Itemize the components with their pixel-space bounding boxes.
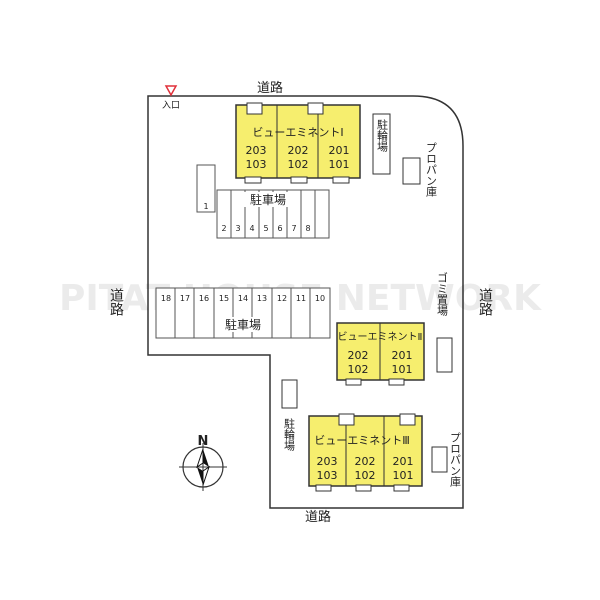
building-3-unit: 102: [355, 469, 376, 482]
parking-space: 10: [315, 294, 325, 303]
parking-space: 13: [257, 294, 267, 303]
parking-space: 12: [277, 294, 287, 303]
compass-north-label: N: [198, 434, 209, 449]
building-1-name: ビューエミネントⅠ: [252, 126, 343, 139]
parking-upper: 1 2 3 4 5 6 7 8 駐車場: [196, 164, 330, 239]
propane-storage-2: [431, 446, 448, 473]
parking-space: 7: [291, 224, 296, 233]
north-compass-icon: [179, 443, 227, 491]
building-1-unit: 201: [329, 144, 350, 157]
parking-space: 17: [180, 294, 190, 303]
road-label-top: 道路: [257, 80, 283, 96]
building-2-unit: 102: [348, 363, 369, 376]
parking-space: 1: [203, 202, 208, 211]
parking-space: 5: [263, 224, 268, 233]
building-1-unit: 101: [329, 158, 350, 171]
building-3-unit: 103: [317, 469, 338, 482]
parking-space: 15: [219, 294, 229, 303]
propane-storage-1-label: プロパン庫: [425, 142, 438, 198]
building-2-unit: 201: [392, 349, 413, 362]
building-3-unit: 101: [393, 469, 414, 482]
building-1-unit: 202: [288, 144, 309, 157]
bicycle-parking-2: [281, 379, 298, 409]
parking-lower: 18 17 16 15 14 13 12 11 10 駐車場: [155, 287, 331, 339]
road-label-right: 道路: [477, 288, 493, 316]
entrance-marker-icon: [164, 85, 178, 97]
garbage-area-label: ゴミ置場: [436, 271, 449, 317]
building-3-unit: 202: [355, 455, 376, 468]
parking-space: 11: [296, 294, 306, 303]
road-label-left: 道路: [108, 288, 124, 316]
building-2-name: ビューエミネントⅡ: [338, 331, 423, 343]
building-3: ビューエミネントⅢ 203 103 202 102 201 101: [308, 413, 423, 492]
building-1: ビューエミネントⅠ 203 103 202 102 201 101: [235, 102, 361, 184]
building-3-unit: 201: [393, 455, 414, 468]
road-label-bottom: 道路: [305, 509, 331, 525]
parking-space: 18: [161, 294, 171, 303]
building-1-unit: 203: [246, 144, 267, 157]
parking-lower-label: 駐車場: [225, 317, 261, 332]
parking-space: 3: [235, 224, 240, 233]
building-2-unit: 202: [348, 349, 369, 362]
building-2: ビューエミネントⅡ 202 102 201 101: [336, 322, 425, 386]
parking-space: 8: [305, 224, 310, 233]
parking-space: 16: [199, 294, 209, 303]
building-2-unit: 101: [392, 363, 413, 376]
garbage-area: [436, 337, 453, 373]
building-3-unit: 203: [317, 455, 338, 468]
bicycle-parking-1-label: 駐輪場: [376, 118, 389, 153]
parking-space: 4: [249, 224, 254, 233]
propane-storage-1: [402, 157, 421, 185]
parking-space: 14: [238, 294, 248, 303]
building-1-unit: 102: [288, 158, 309, 171]
parking-space: 2: [221, 224, 226, 233]
building-1-unit: 103: [246, 158, 267, 171]
parking-space: 6: [277, 224, 282, 233]
bicycle-parking-2-label: 駐輪場: [283, 417, 296, 452]
entrance-label: 入口: [162, 100, 180, 111]
bicycle-parking-1: [372, 113, 391, 175]
parking-upper-label: 駐車場: [250, 192, 286, 207]
propane-storage-2-label: プロパン庫: [449, 432, 462, 488]
building-3-name: ビューエミネントⅢ: [314, 434, 410, 447]
